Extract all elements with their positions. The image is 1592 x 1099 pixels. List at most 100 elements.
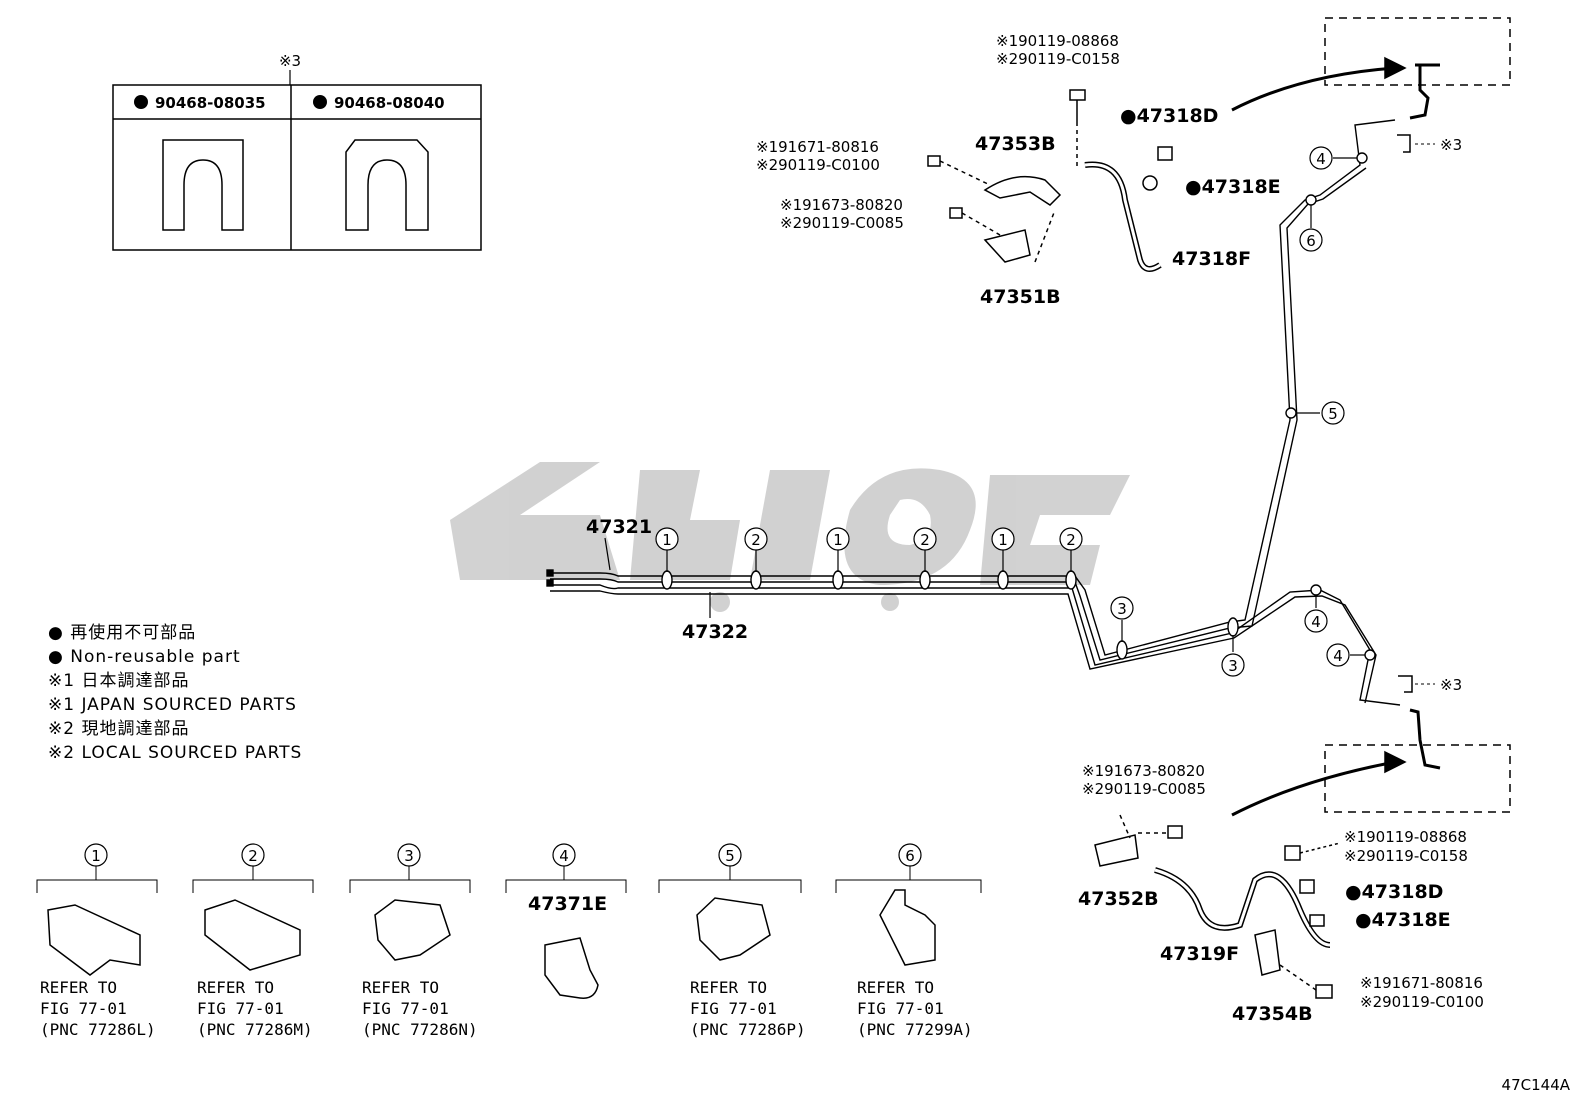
shim-note-top: ※3 xyxy=(1440,136,1462,154)
svg-text:4: 4 xyxy=(559,847,569,865)
svg-text:1: 1 xyxy=(91,847,101,865)
part-47318D: ●47318D xyxy=(1345,881,1443,903)
clip-5: 5 REFER TO FIG 77-01 (PNC 77286P) xyxy=(658,843,806,1039)
clip-3-icon xyxy=(374,899,451,961)
svg-text:(PNC 77299A): (PNC 77299A) xyxy=(857,1020,973,1039)
bolt-top-label-2: ※290119-C0158 xyxy=(996,50,1120,68)
svg-text:(PNC 77286L): (PNC 77286L) xyxy=(40,1020,156,1039)
clip-4-icon xyxy=(544,937,599,999)
clip-callout-3: 3 xyxy=(1228,657,1238,675)
part-47352B: 47352B xyxy=(1078,888,1159,910)
clip-5-icon xyxy=(696,897,771,961)
clips-row: 1 REFER TO FIG 77-01 (PNC 77286L) 2 REFE… xyxy=(36,843,982,1039)
svg-text:REFER TO: REFER TO xyxy=(197,978,274,997)
legend-line-5: ※2 現地調達部品 xyxy=(48,719,189,739)
bolt-a-label-2: ※290119-C0100 xyxy=(1360,993,1484,1011)
bolt-top-label-1: ※190119-08868 xyxy=(996,32,1119,50)
svg-text:FIG 77-01: FIG 77-01 xyxy=(40,999,127,1018)
clip-3: 3 REFER TO FIG 77-01 (PNC 77286N) xyxy=(349,843,478,1039)
svg-text:REFER TO: REFER TO xyxy=(40,978,117,997)
bolt-top-label-1: ※190119-08868 xyxy=(1344,828,1467,846)
bolt-a-label-2: ※290119-C0100 xyxy=(756,156,880,174)
svg-text:6: 6 xyxy=(905,847,915,865)
clip-6: 6 REFER TO FIG 77-01 (PNC 77299A) xyxy=(835,843,982,1039)
part-47371E: 47371E xyxy=(528,893,607,915)
bolt-a-label-1: ※191671-80816 xyxy=(756,138,879,156)
inset-part-2: 90468-08040 xyxy=(334,94,445,112)
part-47318E: ●47318E xyxy=(1355,909,1451,931)
legend-line-1: ● 再使用不可部品 xyxy=(48,622,196,643)
part-47318D: ●47318D xyxy=(1120,105,1218,127)
bolt-top-label-2: ※290119-C0158 xyxy=(1344,847,1468,865)
clip-4: 4 47371E xyxy=(505,843,627,999)
clip-6-icon xyxy=(879,889,936,966)
tube-labels: 47321 47322 ※3 ※3 xyxy=(586,134,1462,694)
shim-note-bottom: ※3 xyxy=(1440,676,1462,694)
tube-callout-numbers: 1 2 1 2 1 2 3 3 5 6 4 4 4 xyxy=(662,150,1343,675)
bullet-icon xyxy=(313,95,327,109)
bullet-icon xyxy=(134,95,148,109)
clip-callout-5: 5 xyxy=(1328,405,1338,423)
brake-tubes xyxy=(546,119,1401,706)
clip-callout-6: 6 xyxy=(1306,232,1316,250)
top-assembly xyxy=(927,89,1173,272)
bolt-b-label-2: ※290119-C0085 xyxy=(1082,780,1206,798)
legend-line-4: ※1 JAPAN SOURCED PARTS xyxy=(48,695,297,715)
clip-callout-2: 2 xyxy=(751,531,761,549)
legend-line-6: ※2 LOCAL SOURCED PARTS xyxy=(48,743,302,763)
clip-2: 2 REFER TO FIG 77-01 (PNC 77286M) xyxy=(192,843,314,1039)
clip-callout-2: 2 xyxy=(1066,531,1076,549)
watermark-logo xyxy=(450,462,1130,612)
part-47322: 47322 xyxy=(682,621,748,643)
clip-1: 1 REFER TO FIG 77-01 (PNC 77286L) xyxy=(36,843,158,1039)
svg-text:(PNC 77286M): (PNC 77286M) xyxy=(197,1020,313,1039)
top-assembly-labels: ※190119-08868 ※290119-C0158 ※191671-8081… xyxy=(756,32,1281,308)
svg-text:3: 3 xyxy=(404,847,414,865)
caliper-connection-bottom xyxy=(1231,708,1511,817)
tube-callouts xyxy=(655,146,1365,677)
clip-callout-1: 1 xyxy=(998,531,1008,549)
clip-1-icon xyxy=(47,904,141,976)
bolt-b-label-2: ※290119-C0085 xyxy=(780,214,904,232)
part-47354B: 47354B xyxy=(1232,1003,1313,1025)
shim-plate-icon xyxy=(162,139,244,231)
legend-line-2: ● Non-reusable part xyxy=(48,647,241,667)
bottom-assembly xyxy=(1094,814,1341,999)
clip-callout-4: 4 xyxy=(1333,647,1343,665)
svg-text:FIG 77-01: FIG 77-01 xyxy=(690,999,777,1018)
caliper-connection-top xyxy=(1231,17,1511,120)
inset-note: ※3 xyxy=(279,52,301,70)
figure-code: 47C144A xyxy=(1502,1076,1571,1094)
shim-plate-icon xyxy=(345,139,429,231)
clip-callout-4: 4 xyxy=(1316,150,1326,168)
part-47351B: 47351B xyxy=(980,286,1061,308)
svg-text:REFER TO: REFER TO xyxy=(362,978,439,997)
svg-text:FIG 77-01: FIG 77-01 xyxy=(362,999,449,1018)
part-47353B: 47353B xyxy=(975,133,1056,155)
bolt-a-label-1: ※191671-80816 xyxy=(1360,974,1483,992)
legend-line-3: ※1 日本調達部品 xyxy=(48,671,189,691)
bolt-b-label-1: ※191673-80820 xyxy=(1082,762,1205,780)
clip-2-icon xyxy=(204,899,301,971)
part-47319F: 47319F xyxy=(1160,943,1239,965)
svg-text:REFER TO: REFER TO xyxy=(690,978,767,997)
clip-callout-1: 1 xyxy=(662,531,672,549)
part-47321: 47321 xyxy=(586,516,652,538)
svg-text:2: 2 xyxy=(248,847,258,865)
bottom-assembly-labels: ※191673-80820 ※290119-C0085 ※190119-0886… xyxy=(1078,762,1484,1025)
part-47318E: ●47318E xyxy=(1185,176,1281,198)
clip-callout-3: 3 xyxy=(1117,600,1127,618)
part-47318F: 47318F xyxy=(1172,248,1251,270)
clip-callout-1: 1 xyxy=(833,531,843,549)
svg-text:(PNC 77286P): (PNC 77286P) xyxy=(690,1020,806,1039)
svg-text:(PNC 77286N): (PNC 77286N) xyxy=(362,1020,478,1039)
inset-part-1: 90468-08035 xyxy=(155,94,266,112)
clip-callout-2: 2 xyxy=(920,531,930,549)
svg-text:5: 5 xyxy=(725,847,735,865)
svg-text:FIG 77-01: FIG 77-01 xyxy=(857,999,944,1018)
svg-text:FIG 77-01: FIG 77-01 xyxy=(197,999,284,1018)
inset-table: ※3 90468-08035 90468-08040 xyxy=(112,52,482,251)
clip-callout-4: 4 xyxy=(1311,613,1321,631)
svg-text:REFER TO: REFER TO xyxy=(857,978,934,997)
